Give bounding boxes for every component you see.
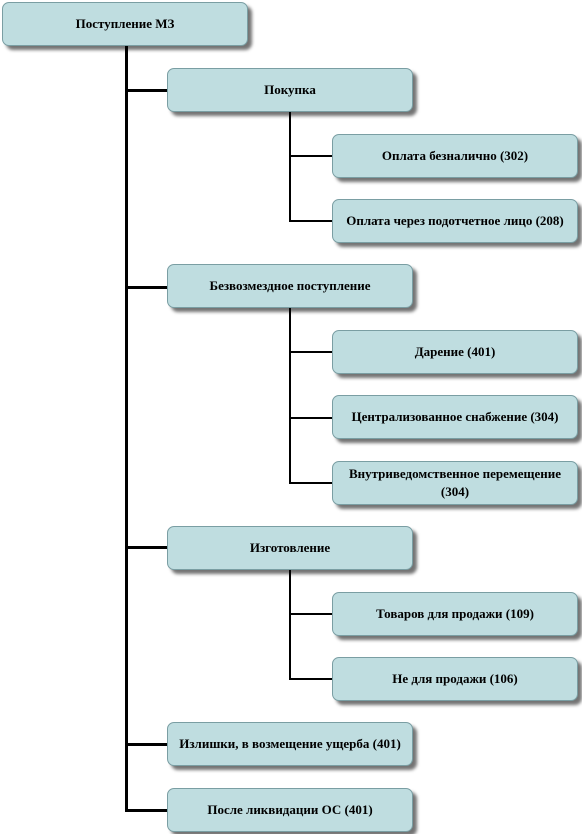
leaf-cashless-payment: Оплата безналично (302) bbox=[332, 134, 578, 178]
leaf-line-for-sale bbox=[289, 613, 332, 615]
leaf-goods-for-sale: Товаров для продажи (109) bbox=[332, 592, 578, 636]
leaf-line-internal bbox=[289, 482, 332, 484]
category-surplus: Излишки, в возмещение ущерба (401) bbox=[167, 722, 413, 766]
sub-trunk-purchase bbox=[289, 112, 291, 222]
category-manufacture: Изготовление bbox=[167, 526, 413, 570]
branch-line-surplus bbox=[125, 743, 167, 746]
category-purchase: Покупка bbox=[167, 68, 413, 112]
main-trunk-line bbox=[125, 46, 128, 811]
leaf-line-accountable bbox=[289, 220, 332, 222]
leaf-internal-transfer: Внутриведомственное перемещение (304) bbox=[332, 461, 578, 505]
leaf-line-cashless bbox=[289, 155, 332, 157]
leaf-centralized-supply: Централизованное снабжение (304) bbox=[332, 395, 578, 439]
leaf-accountable-payment: Оплата через подотчетное лицо (208) bbox=[332, 199, 578, 243]
sub-trunk-free bbox=[289, 308, 291, 484]
leaf-line-central bbox=[289, 417, 332, 419]
branch-line-liquidation bbox=[125, 809, 167, 812]
category-free-receipt: Безвозмездное поступление bbox=[167, 264, 413, 308]
branch-line-purchase bbox=[125, 89, 167, 92]
root-node: Поступление МЗ bbox=[2, 2, 248, 46]
leaf-line-gift bbox=[289, 351, 332, 353]
leaf-gift: Дарение (401) bbox=[332, 330, 578, 374]
category-liquidation: После ликвидации ОС (401) bbox=[167, 788, 413, 832]
branch-line-free bbox=[125, 286, 167, 289]
sub-trunk-manufacture bbox=[289, 570, 291, 680]
leaf-not-for-sale: Не для продажи (106) bbox=[332, 657, 578, 701]
leaf-line-not-for-sale bbox=[289, 678, 332, 680]
branch-line-manufacture bbox=[125, 546, 167, 549]
